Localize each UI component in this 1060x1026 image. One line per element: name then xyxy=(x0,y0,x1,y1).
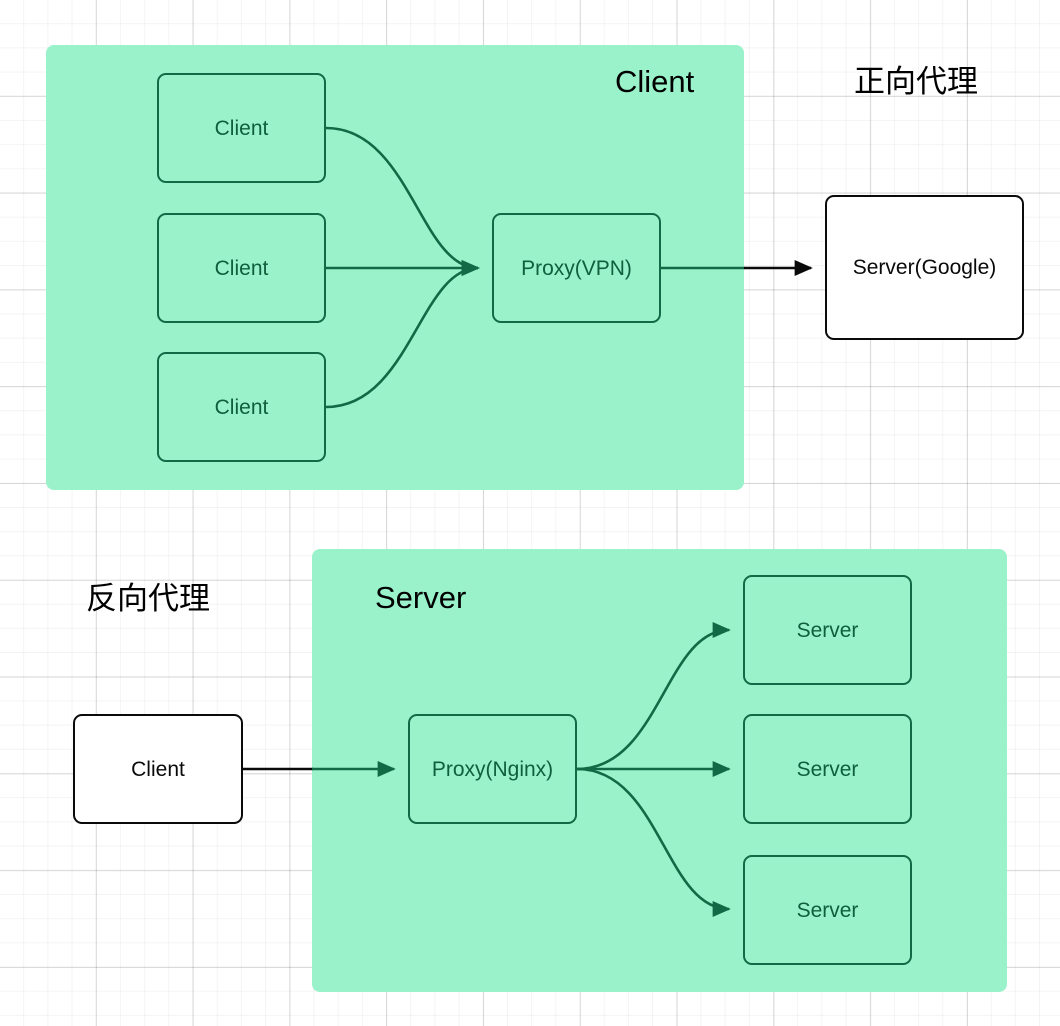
node-proxy-vpn[interactable]: Proxy(VPN) xyxy=(492,213,661,323)
node-server-3-label: Server xyxy=(796,898,859,922)
node-client-3[interactable]: Client xyxy=(157,352,326,462)
node-client-external-label: Client xyxy=(131,757,185,781)
node-server-1[interactable]: Server xyxy=(743,575,912,685)
reverse-proxy-title: 反向代理 xyxy=(86,581,210,616)
node-proxy-nginx-label: Proxy(Nginx) xyxy=(431,757,554,781)
node-server-2[interactable]: Server xyxy=(743,714,912,824)
node-client-3-label: Client xyxy=(214,395,269,419)
node-server-1-label: Server xyxy=(796,618,859,642)
forward-proxy-panel-label: Client xyxy=(615,64,695,99)
node-server-3[interactable]: Server xyxy=(743,855,912,965)
node-client-external[interactable]: Client xyxy=(73,714,243,824)
reverse-proxy-panel-label: Server xyxy=(375,580,467,615)
forward-proxy-title: 正向代理 xyxy=(854,64,978,99)
node-server-google[interactable]: Server(Google) xyxy=(825,195,1024,340)
node-server-2-label: Server xyxy=(796,757,859,781)
node-client-2-label: Client xyxy=(214,256,269,280)
node-client-1-label: Client xyxy=(214,116,269,140)
node-proxy-nginx[interactable]: Proxy(Nginx) xyxy=(408,714,577,824)
node-client-1[interactable]: Client xyxy=(157,73,326,183)
node-client-2[interactable]: Client xyxy=(157,213,326,323)
node-proxy-vpn-label: Proxy(VPN) xyxy=(521,256,632,280)
node-server-google-label: Server(Google) xyxy=(852,256,997,279)
